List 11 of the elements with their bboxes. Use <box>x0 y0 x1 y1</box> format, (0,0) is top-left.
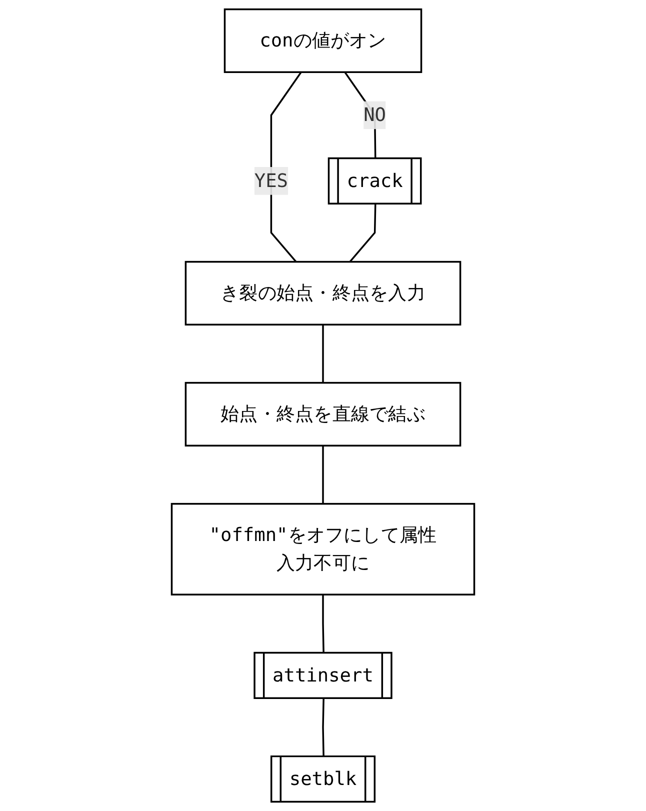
node-box: conの値がオン <box>224 8 422 74</box>
edge-label: YES <box>254 169 288 192</box>
node-box: "offmn"をオフにして属性入力不可に <box>170 502 476 596</box>
node-box: 始点・終点を直線で結ぶ <box>184 382 462 447</box>
edge-label: NO <box>364 104 386 126</box>
connector <box>322 698 324 757</box>
connector <box>322 446 324 504</box>
node-box: き裂の始点・終点を入力 <box>184 260 462 326</box>
connector <box>322 324 324 383</box>
connector <box>322 594 324 654</box>
connector <box>349 204 376 262</box>
